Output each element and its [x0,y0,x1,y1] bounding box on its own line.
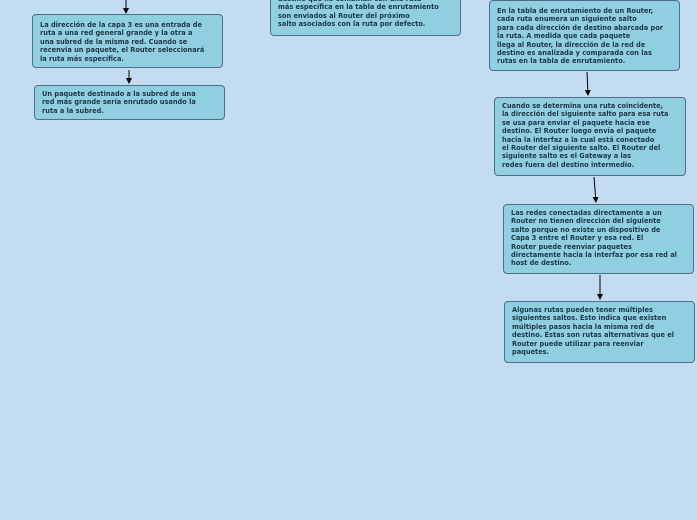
connector-arrow-n5-to-n6 [592,176,599,203]
node-multiples-saltos[interactable]: Algunas rutas pueden tener múltiples sig… [504,301,695,363]
node-tabla-enrutamiento[interactable]: En la tabla de enrutamiento de un Router… [489,0,680,71]
node-paquete-subred[interactable]: Un paquete destinado a la subred de una … [34,85,225,120]
connector-arrow-n4-to-n5 [584,71,591,96]
node-ruta-coincidente[interactable]: Cuando se determina una ruta coincidente… [494,97,686,176]
node-redes-conectadas[interactable]: Las redes conectadas directamente a un R… [503,204,694,274]
node-ruta-por-defecto[interactable]: destino que no combinan con una ruta más… [270,0,461,36]
node-capa3-ruta-especifica[interactable]: La dirección de la capa 3 es una entrada… [32,14,223,68]
